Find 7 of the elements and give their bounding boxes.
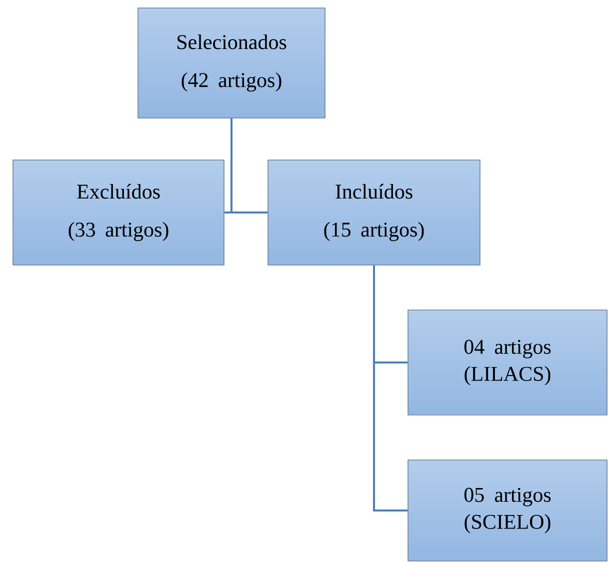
process-box: Incluídos (15 artigos) [268, 160, 480, 266]
connector-line [373, 265, 408, 512]
process-box: Excluídos (33 artigos) [12, 160, 224, 266]
process-box: 04 artigos (LILACS) [408, 310, 608, 416]
process-box: 05 artigos (SCIELO) [408, 460, 608, 562]
process-box: Selecionados (42 artigos) [138, 8, 326, 118]
connector-line [230, 118, 268, 214]
